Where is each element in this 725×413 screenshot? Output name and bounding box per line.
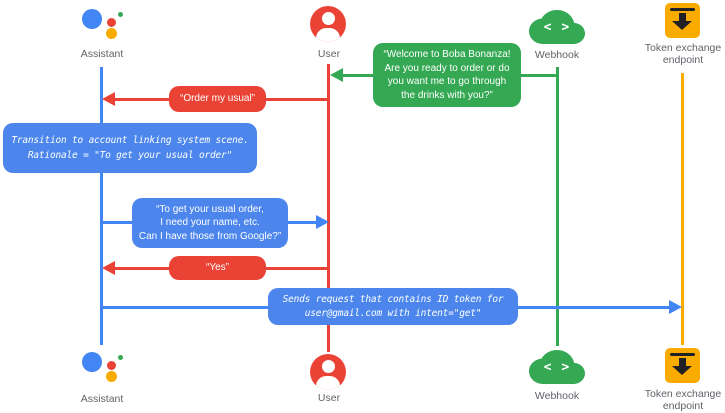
assistant-red-dot: [107, 18, 116, 27]
ask-line-2: I need your name, etc.: [160, 217, 260, 229]
token-icon-arrow-shaft: [679, 358, 686, 367]
user-icon: [310, 6, 346, 42]
transition-line-2: Rationale = "To get your usual order": [27, 150, 233, 161]
user-body-shape: [316, 376, 340, 390]
user-lifeline: [327, 64, 330, 352]
token-endpoint-label-bottom: Token exchange endpoint: [644, 388, 722, 412]
assistant-green-dot: [118, 12, 123, 17]
transition-line-1: Transition to account linking system sce…: [11, 135, 249, 146]
code-brackets-icon: < >: [543, 20, 571, 35]
ask-permission-message-bubble: “To get your usual order, I need your na…: [132, 198, 288, 248]
token-endpoint-lifeline: [681, 73, 684, 345]
token-endpoint-label-top: Token exchange endpoint: [644, 42, 722, 66]
user-body-shape: [316, 28, 340, 42]
ask-line-3: Can I have those from Google?”: [138, 230, 282, 242]
welcome-line-2: Are you ready to order or do: [384, 62, 510, 74]
code-brackets-icon: < >: [543, 360, 571, 375]
yes-message-bubble: “Yes”: [169, 256, 266, 280]
yes-line-1: “Yes”: [206, 262, 229, 274]
token-icon-arrow-shaft: [679, 13, 686, 22]
token-endpoint-icon: [665, 3, 700, 38]
assistant-yellow-dot: [106, 28, 117, 39]
webhook-lifeline: [556, 67, 559, 346]
cloud-shape: [529, 350, 585, 384]
order-line-1: “Order my usual”: [179, 93, 255, 105]
user-label-top: User: [317, 48, 341, 60]
assistant-lifeline: [100, 67, 103, 345]
webhook-label-bottom: Webhook: [534, 390, 580, 402]
webhook-label-top: Webhook: [534, 49, 580, 61]
token-endpoint-icon-bottom: [665, 348, 700, 383]
user-head-shape: [321, 12, 335, 25]
user-label-bottom: User: [317, 392, 341, 404]
send-token-line-2: user@gmail.com with intent="get": [304, 307, 482, 319]
user-head-shape: [321, 360, 335, 373]
token-icon-bar: [670, 353, 695, 356]
ask-permission-arrowhead-icon: [316, 215, 329, 229]
assistant-green-dot: [118, 355, 123, 360]
token-icon-arrow-head: [672, 21, 692, 30]
ask-line-1: “To get your usual order,: [156, 203, 264, 215]
google-assistant-icon: [78, 6, 126, 42]
webhook-cloud-icon: < >: [529, 10, 585, 44]
transition-system-bubble: Transition to account linking system sce…: [3, 123, 257, 173]
welcome-line-1: “Welcome to Boba Bonanza!: [383, 49, 511, 60]
cloud-shape: [529, 10, 585, 44]
welcome-line-4: the drinks with you?”: [401, 89, 493, 101]
assistant-blue-dot: [82, 352, 102, 372]
token-icon-arrow-head: [672, 366, 692, 375]
google-assistant-icon-bottom: [78, 349, 126, 385]
send-token-arrowhead-icon: [669, 300, 682, 314]
send-token-system-bubble: Sends request that contains ID token for…: [268, 288, 518, 325]
send-token-line-1: Sends request that contains ID token for: [282, 293, 504, 305]
order-message-bubble: “Order my usual”: [169, 86, 266, 112]
assistant-label-bottom: Assistant: [80, 393, 124, 405]
welcome-arrowhead-icon: [330, 68, 343, 82]
assistant-label-top: Assistant: [80, 48, 124, 60]
token-icon-bar: [670, 8, 695, 11]
welcome-message-bubble: “Welcome to Boba Bonanza! Are you ready …: [373, 43, 521, 107]
assistant-blue-dot: [82, 9, 102, 29]
assistant-yellow-dot: [106, 371, 117, 382]
yes-arrowhead-icon: [102, 261, 115, 275]
webhook-cloud-icon-bottom: < >: [529, 350, 585, 384]
assistant-red-dot: [107, 361, 116, 370]
order-arrowhead-icon: [102, 92, 115, 106]
welcome-line-3: you want me to go through: [387, 76, 507, 87]
user-icon-bottom: [310, 354, 346, 390]
